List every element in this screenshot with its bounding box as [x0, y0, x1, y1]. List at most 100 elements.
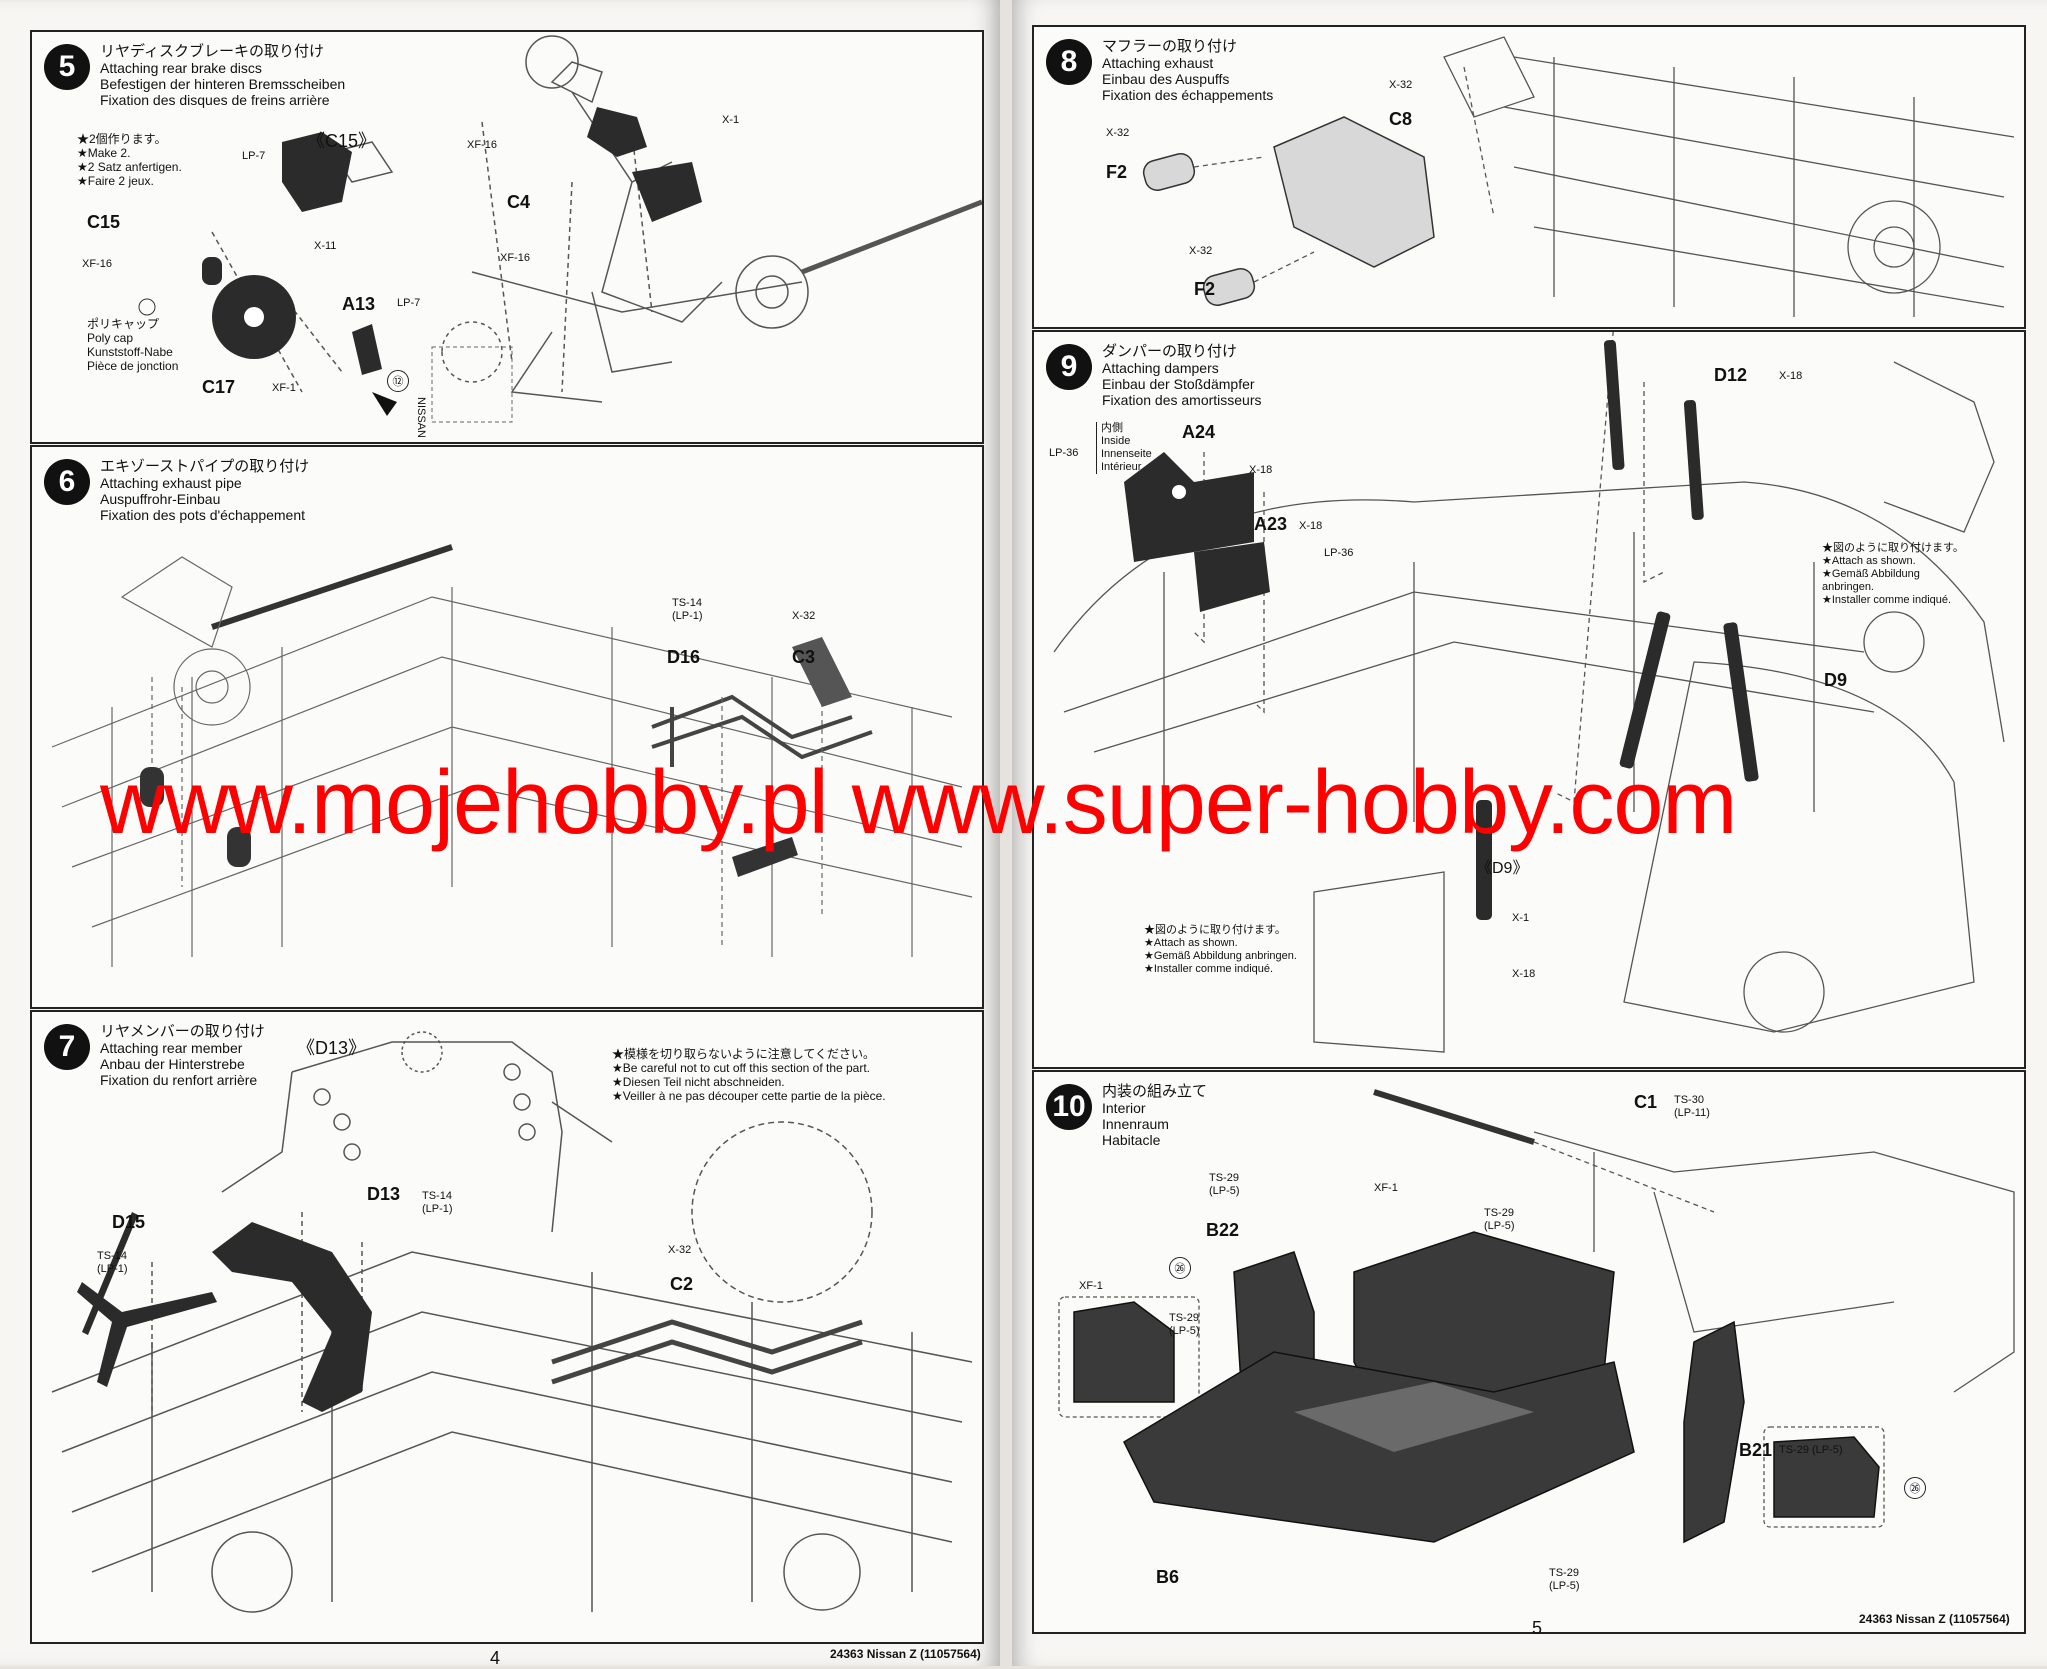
paint-code: (LP-1)	[422, 1203, 453, 1215]
paint-code: XF-16	[500, 252, 530, 264]
paint-code: X-1	[1512, 912, 1530, 924]
step-title-en: Attaching exhaust	[1102, 55, 1214, 71]
step-title-fr: Habitacle	[1102, 1132, 1161, 1148]
step-title-fr: Fixation des pots d'échappement	[100, 507, 306, 523]
step-6-header: 6 エキゾーストパイプの取り付け Attaching exhaust pipe …	[44, 459, 309, 523]
paint-code: X-18	[1299, 520, 1323, 532]
paint-code: TS-29	[1169, 1312, 1199, 1324]
step-10-header: 10 内装の組み立て Interior Innenraum Habitacle	[1046, 1084, 1207, 1148]
part-label: F2	[1106, 162, 1128, 182]
step-title-en: Attaching rear member	[100, 1040, 243, 1056]
paint-code: (LP-5)	[1549, 1580, 1580, 1592]
step-title-en: Attaching exhaust pipe	[100, 475, 242, 491]
step-title-de: Innenraum	[1102, 1116, 1169, 1132]
part-label: D16	[667, 647, 701, 667]
step-5-header: 5 リヤディスクブレーキの取り付け Attaching rear brake d…	[44, 44, 345, 108]
paint-code: X-32	[1189, 245, 1213, 257]
part-label: C1	[1634, 1092, 1658, 1112]
part-label: C15	[87, 212, 121, 232]
step-number: 5	[44, 44, 90, 90]
paint-code: LP-7	[242, 150, 266, 162]
part-label: 《D13》	[297, 1038, 367, 1058]
paint-code: TS-14	[672, 597, 702, 609]
step-title-fr: Fixation des disques de freins arrière	[100, 92, 330, 108]
part-label: B21	[1739, 1440, 1773, 1460]
part-label: A24	[1182, 422, 1216, 442]
part-label: C3	[792, 647, 816, 667]
part-label: F2	[1194, 279, 1216, 299]
part-label: D9	[1824, 670, 1848, 690]
part-label: C17	[202, 377, 236, 397]
step-title-en: Interior	[1102, 1100, 1146, 1116]
reference-bubble: ⑫	[387, 370, 409, 392]
step-title-de: Einbau der Stoßdämpfer	[1102, 376, 1255, 392]
paint-code: X-32	[792, 610, 816, 622]
paint-code: (LP-5)	[1484, 1220, 1515, 1232]
part-label: A23	[1254, 514, 1288, 534]
paint-code: TS-30	[1674, 1094, 1704, 1106]
rear-brake-diagram	[138, 35, 982, 423]
step-number: 6	[44, 459, 90, 505]
rear-member-diagram	[51, 1031, 973, 1613]
watermark-text: www.mojehobby.pl www.super-hobby.com	[100, 753, 1737, 853]
part-label: B22	[1206, 1220, 1240, 1240]
part-label: 《D9》	[1476, 860, 1529, 877]
dampers-diagram	[1053, 332, 2005, 1053]
paint-code: X-18	[1512, 968, 1536, 980]
paint-code: LP-36	[1049, 447, 1079, 459]
step-title-en: Attaching rear brake discs	[100, 60, 262, 76]
part-label: D15	[112, 1212, 146, 1232]
paint-code: TS-29	[1484, 1207, 1514, 1219]
step-title-jp: マフラーの取り付け	[1102, 38, 1238, 55]
reference-bubble: ㉖	[1904, 1477, 1926, 1499]
make-2-note: ★2個作ります。★Make 2.★2 Satz anfertigen.★Fair…	[77, 132, 182, 188]
paint-code: XF-1	[272, 382, 296, 394]
paint-code: TS-29 (LP-5)	[1779, 1444, 1843, 1456]
part-label: A13	[342, 294, 376, 314]
step-title-fr: Fixation des échappements	[1102, 87, 1274, 103]
step-title-fr: Fixation des amortisseurs	[1102, 392, 1262, 408]
part-label: C2	[670, 1274, 694, 1294]
step-title-fr: Fixation du renfort arrière	[100, 1072, 258, 1088]
part-label: B6	[1156, 1567, 1180, 1587]
step-6-panel: 6 エキゾーストパイプの取り付け Attaching exhaust pipe …	[30, 445, 984, 1009]
step-number: 9	[1046, 344, 1092, 390]
muffler-diagram	[1142, 36, 2015, 317]
step-title-jp: リヤディスクブレーキの取り付け	[100, 43, 324, 60]
right-page: 8 マフラーの取り付け Attaching exhaust Einbau des…	[1012, 0, 2047, 1666]
step-title-jp: リヤメンバーの取り付け	[100, 1023, 265, 1040]
step-number: 10	[1046, 1084, 1092, 1130]
part-label: D12	[1714, 365, 1748, 385]
paint-code: X-18	[1779, 370, 1803, 382]
paint-code: X-32	[1106, 127, 1130, 139]
paint-code: X-32	[1389, 79, 1413, 91]
kit-code: 24363 Nissan Z (11057564)	[830, 1647, 981, 1661]
step-title-jp: エキゾーストパイプの取り付け	[100, 458, 310, 475]
left-page: 5 リヤディスクブレーキの取り付け Attaching rear brake d…	[0, 0, 1000, 1668]
paint-code: LP-36	[1324, 547, 1354, 559]
step-10-panel: 10 内装の組み立て Interior Innenraum Habitacle	[1032, 1070, 2026, 1634]
kit-code: 24363 Nissan Z (11057564)	[1859, 1612, 2010, 1626]
paint-code: (LP-1)	[97, 1263, 128, 1275]
part-label: D13	[367, 1184, 401, 1204]
paint-code: TS-14	[97, 1250, 127, 1262]
paint-code: X-1	[722, 114, 740, 126]
step-9-header: 9 ダンパーの取り付け Attaching dampers Einbau der…	[1046, 344, 1262, 408]
paint-code: TS-29	[1209, 1172, 1239, 1184]
step-title-jp: ダンパーの取り付け	[1102, 343, 1238, 360]
exhaust-pipe-diagram	[51, 544, 973, 967]
paint-code: XF-16	[467, 139, 497, 151]
paint-code: TS-29	[1549, 1567, 1579, 1579]
part-label: 《C15》	[307, 131, 377, 151]
step-8-header: 8 マフラーの取り付け Attaching exhaust Einbau des…	[1046, 39, 1273, 103]
part-label: C8	[1389, 109, 1413, 129]
step-9-panel: 9 ダンパーの取り付け Attaching dampers Einbau der…	[1032, 330, 2026, 1069]
step-title-en: Attaching dampers	[1102, 360, 1219, 376]
reference-bubble: ㉖	[1169, 1257, 1191, 1279]
nissan-logo: NISSAN	[415, 397, 427, 438]
paint-code: (LP-1)	[672, 610, 703, 622]
page-number: 4	[490, 1648, 501, 1668]
step-5-panel: 5 リヤディスクブレーキの取り付け Attaching rear brake d…	[30, 30, 984, 444]
